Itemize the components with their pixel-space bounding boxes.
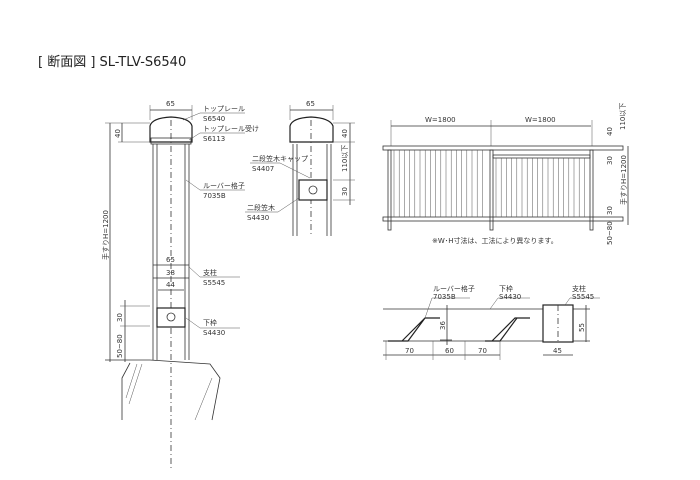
elev-dim-gap: 50~80	[606, 221, 614, 245]
dim-mid-30: 30	[341, 187, 349, 196]
mid-top-rail	[289, 116, 334, 143]
dim-post-44: 44	[166, 281, 175, 289]
plan-dim-36: 36	[439, 321, 447, 330]
louver-1	[388, 317, 440, 342]
label-rail-receiver: トップレール受け	[203, 124, 259, 133]
elev-dim-30-top: 30	[606, 156, 614, 165]
elev-dim-30-bottom: 30	[606, 206, 614, 215]
dim-mid-width: 65	[306, 100, 315, 108]
plan-dim-45: 45	[553, 347, 562, 355]
elev-dim-h: 手すりH=1200	[619, 155, 628, 205]
plan-label-bottom: 下枠	[499, 284, 513, 293]
code-louver: 7035B	[203, 192, 226, 200]
dim-mid-110: 110以下	[341, 145, 349, 172]
elev-dim-40: 40	[606, 127, 614, 136]
plan-code-bottom: S4430	[499, 293, 521, 301]
plan-detail: 36 70 60 70 45 55 ルーバー格子 7035B 下枠 S4430 …	[383, 284, 600, 360]
dim-handrail-height: 手すりH=1200	[101, 210, 110, 260]
label-two-stage: 二段笠木	[247, 203, 275, 212]
dim-mid-40: 40	[341, 129, 349, 138]
plan-dim-70b: 70	[478, 347, 487, 355]
code-bottom-frame: S4430	[203, 329, 225, 337]
plan-dim-70a: 70	[405, 347, 414, 355]
middle-section: 65 40 110以下 30 二段笠木キャップ S4407 二段笠木 S4430	[245, 100, 355, 236]
plan-label-louver: ルーバー格子	[433, 284, 475, 293]
elev-bottom-rail	[382, 216, 624, 222]
dim-post-38: 38	[166, 269, 175, 277]
label-top-rail: トップレール	[203, 105, 245, 113]
plan-dim-55: 55	[578, 323, 586, 332]
plan-code-louver: 7035B	[433, 293, 456, 301]
span-1: W=1800	[425, 116, 456, 124]
elev-dim-110: 110以下	[619, 103, 627, 130]
dimension-note: ※W･H寸法は、工法により異なります。	[432, 236, 558, 245]
plan-code-post: S5545	[572, 293, 594, 301]
two-stage-cap	[298, 179, 328, 201]
plan-label-post: 支柱	[572, 284, 586, 293]
sheet-title: [ 断面図 ] SL-TLV-S6540	[38, 55, 186, 70]
span-2: W=1800	[525, 116, 556, 124]
code-top-rail: S6540	[203, 115, 225, 123]
label-bottom-frame: 下枠	[203, 318, 217, 327]
bottom-frame	[156, 307, 186, 328]
dim-bottom-gap: 50~80	[116, 334, 124, 358]
dim-bottom-30: 30	[116, 313, 124, 322]
elev-top-rail	[382, 145, 624, 151]
left-section: 65 40 手すりH=1200 トップレール S6540 トップレール受け S6…	[101, 100, 259, 470]
code-cap: S4407	[252, 165, 274, 173]
dim-width: 65	[166, 100, 175, 108]
plan-dim-60: 60	[445, 347, 454, 355]
label-cap: 二段笠木キャップ	[252, 154, 308, 163]
elevation: W=1800 W=1800 40 110以下 30 手すりH=1200 30 5…	[382, 103, 629, 245]
label-louver: ルーバー格子	[203, 181, 245, 190]
dim-rail-height: 40	[114, 129, 122, 138]
dim-post-65: 65	[166, 256, 175, 264]
louver-2	[485, 317, 530, 342]
slab-outline	[121, 359, 221, 421]
code-two-stage: S4430	[247, 214, 269, 222]
code-rail-receiver: S6113	[203, 135, 225, 143]
label-post: 支柱	[203, 268, 217, 277]
code-post: S5545	[203, 279, 225, 287]
